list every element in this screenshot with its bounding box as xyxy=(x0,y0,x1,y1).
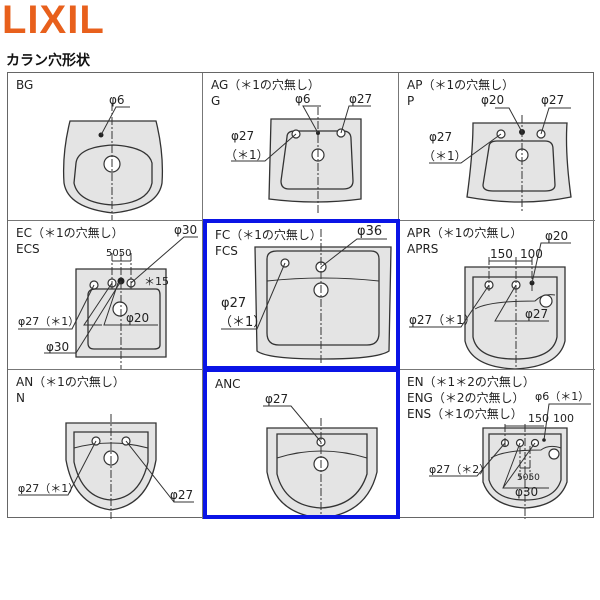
cell-label: FC（＊1の穴無し） FCS xyxy=(215,227,322,259)
cell-label: BG xyxy=(16,77,33,93)
cell-label: AP（＊1の穴無し） P xyxy=(407,77,514,109)
basin-diagram: φ27 xyxy=(263,392,378,515)
dimension-label: φ27 xyxy=(429,130,452,144)
dimension-label: ＊15 xyxy=(144,275,169,288)
dimension-label: 100 xyxy=(520,247,543,261)
page-title: カラン穴形状 xyxy=(6,53,90,69)
model-name: ECS xyxy=(16,242,40,256)
dimension-label: φ27（＊1） xyxy=(18,482,79,495)
dimension-label: φ27（＊1） xyxy=(18,315,79,328)
lixil-logo: LIXIL xyxy=(2,0,105,42)
dimension-label: （＊1） xyxy=(225,148,269,162)
cell-label: AG（＊1の穴無し） G xyxy=(211,77,320,109)
dimension-label: 5050 xyxy=(517,473,540,483)
dimension-label: 5050 xyxy=(106,248,131,259)
dimension-label: φ36 xyxy=(357,224,382,239)
model-name: EC（＊1の穴無し） xyxy=(16,226,124,240)
basin-diagram: φ27（＊1） φ27 xyxy=(18,414,194,519)
model-name: G xyxy=(211,94,221,108)
dimension-label: φ6 xyxy=(109,93,125,107)
dimension-label: φ27 xyxy=(265,392,288,406)
basin-diagram: φ20 φ27 φ27 （＊1） xyxy=(423,93,572,213)
dimension-label: （＊1） xyxy=(423,149,467,163)
cell-fc: FC（＊1の穴無し） FCS φ36 φ27 （＊1） xyxy=(203,219,400,370)
model-name: FCS xyxy=(215,244,238,258)
model-name: P xyxy=(407,94,415,108)
dimension-label: φ27（＊1） xyxy=(409,313,476,327)
faucet-hole-grid: BG φ6 AG（＊1の穴無し） G φ6 φ27 φ27 （＊1） AP（＊1の… xyxy=(7,72,595,519)
model-name: N xyxy=(16,391,25,405)
dimension-label: φ27 xyxy=(525,307,548,321)
basin-diagram: 150 100 φ6（＊1） φ27（＊2） 5050 φ30 xyxy=(429,390,591,519)
cell-apr: APR（＊1の穴無し） APRS 150 100 φ20 φ27（＊1） φ27 xyxy=(399,221,595,370)
cell-label: EC（＊1の穴無し） ECS xyxy=(16,225,124,257)
model-name: AG（＊1の穴無し） xyxy=(211,78,320,92)
basin-diagram: φ30 5050 ＊15 φ27（＊1） φ20 φ30 xyxy=(18,223,198,369)
cell-ec: EC（＊1の穴無し） ECS φ30 5050 ＊15 φ27（＊1） φ20 φ… xyxy=(8,221,203,370)
cell-label: EN（＊1＊2の穴無し） ENG（＊2の穴無し） ENS（＊1の穴無し） xyxy=(407,374,535,422)
dimension-label: （＊1） xyxy=(219,315,266,330)
dimension-label: φ27 xyxy=(221,296,246,311)
dimension-label: φ6 xyxy=(295,92,311,106)
model-name: BG xyxy=(16,78,34,92)
dimension-label: φ27（＊2） xyxy=(429,463,490,476)
basin-diagram: φ36 φ27 （＊1） xyxy=(219,224,392,363)
dimension-label: φ20 xyxy=(545,229,568,243)
model-name: FC（＊1の穴無し） xyxy=(215,228,322,242)
dimension-label: φ30 xyxy=(174,223,197,237)
cell-an: AN（＊1の穴無し） N φ27（＊1） φ27 xyxy=(8,370,203,519)
basin-diagram: φ6 φ27 φ27 （＊1） xyxy=(225,92,372,213)
dimension-label: φ27 xyxy=(349,92,372,106)
dimension-label: 150 xyxy=(490,247,513,261)
dimension-label: φ20 xyxy=(481,93,504,107)
dimension-label: 100 xyxy=(553,412,574,425)
basin-diagram: 150 100 φ20 φ27（＊1） φ27 xyxy=(409,229,571,369)
cell-label: APR（＊1の穴無し） APRS xyxy=(407,225,522,257)
cell-ag: AG（＊1の穴無し） G φ6 φ27 φ27 （＊1） xyxy=(203,73,399,221)
model-name: ANC xyxy=(215,377,241,391)
dimension-label: φ6（＊1） xyxy=(535,390,589,403)
model-name: EN（＊1＊2の穴無し） xyxy=(407,375,535,389)
cell-ap: AP（＊1の穴無し） P φ20 φ27 φ27 （＊1） xyxy=(399,73,595,221)
model-name: ENG（＊2の穴無し） xyxy=(407,391,525,405)
dimension-label: φ27 xyxy=(541,93,564,107)
cell-label: ANC xyxy=(215,376,241,392)
dimension-label: φ30 xyxy=(515,485,538,499)
cell-label: AN（＊1の穴無し） N xyxy=(16,374,125,406)
model-name: AP（＊1の穴無し） xyxy=(407,78,515,92)
cell-anc: ANC φ27 xyxy=(203,368,400,519)
dimension-label: 150 xyxy=(528,412,549,425)
cell-en: EN（＊1＊2の穴無し） ENG（＊2の穴無し） ENS（＊1の穴無し） 150 1… xyxy=(399,370,595,519)
dimension-label: φ27 xyxy=(170,488,193,502)
model-name: APR（＊1の穴無し） xyxy=(407,226,523,240)
dimension-label: φ27 xyxy=(231,129,254,143)
dimension-label: φ30 xyxy=(46,340,69,354)
model-name: ENS（＊1の穴無し） xyxy=(407,407,523,421)
cell-bg: BG φ6 xyxy=(8,73,203,221)
model-name: AN（＊1の穴無し） xyxy=(16,375,125,389)
model-name: APRS xyxy=(407,242,439,256)
dimension-label: φ20 xyxy=(126,311,149,325)
basin-diagram: φ6 xyxy=(62,93,164,220)
